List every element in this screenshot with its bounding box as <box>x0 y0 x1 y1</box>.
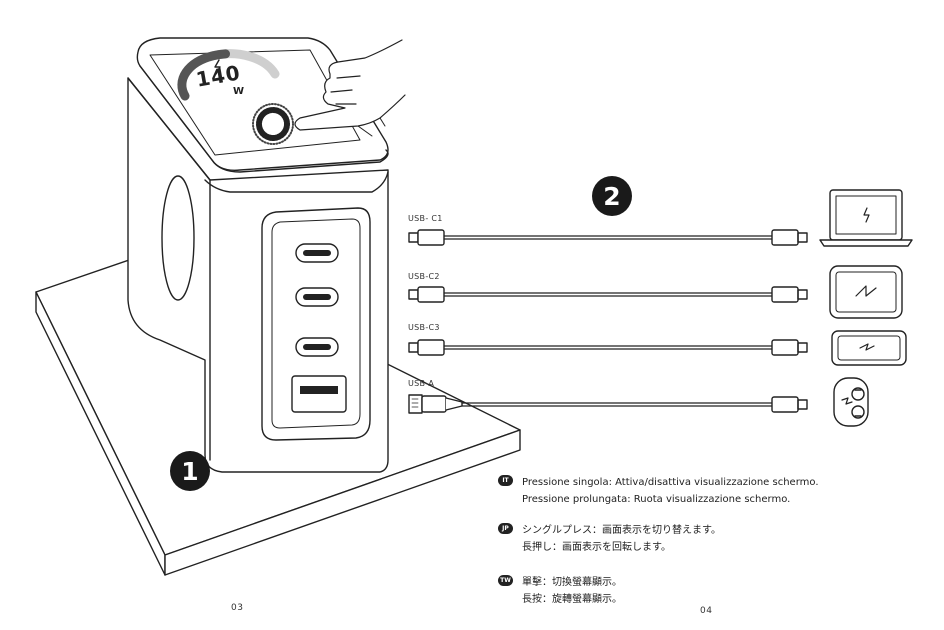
phone-icon <box>831 330 907 366</box>
cable-usb-c3 <box>408 339 808 356</box>
cable-usb-a <box>408 394 808 414</box>
lightning-bolt-icon <box>214 59 221 75</box>
instruction-line: Pressione singola: Attiva/disattiva visu… <box>522 477 819 488</box>
charging-icon <box>859 343 875 351</box>
port-label-usb-c2: USB-C2 <box>408 272 440 281</box>
instruction-jp: JP シングルプレス：画面表示を切り替えます。 長押し：画面表示を回転します。 <box>498 522 721 556</box>
charger <box>127 37 389 473</box>
instruction-line: 單擊：切換螢幕顯示。 <box>522 577 622 588</box>
charging-icon <box>841 397 853 405</box>
cable-usb-c2 <box>408 286 808 303</box>
pointing-hand-icon <box>294 39 406 137</box>
port-label-usb-a: USB-A <box>408 379 435 388</box>
watt-display <box>177 49 280 101</box>
instruction-line: 長按：旋轉螢幕顯示。 <box>522 594 622 605</box>
port-label-usb-c3: USB-C3 <box>408 323 440 332</box>
instruction-line: シングルプレス：画面表示を切り替えます。 <box>522 525 721 536</box>
step-1-badge: 1 <box>170 451 210 491</box>
watt-unit: W <box>233 86 245 97</box>
page-number-left: 03 <box>231 603 244 613</box>
instruction-it: IT Pressione singola: Attiva/disattiva v… <box>498 474 819 508</box>
port-label-usb-c1: USB- C1 <box>408 214 443 223</box>
lang-badge-jp: JP <box>498 523 513 534</box>
charging-icon <box>863 207 870 223</box>
page-number-right: 04 <box>700 606 713 616</box>
instruction-line: 長押し：画面表示を回転します。 <box>522 542 671 553</box>
cable-usb-c1 <box>408 229 808 246</box>
tablet-icon <box>829 265 903 319</box>
instruction-line: Pressione prolungata: Ruota visualizzazi… <box>522 494 791 505</box>
instruction-tw: TW 單擊：切換螢幕顯示。 長按：旋轉螢幕顯示。 <box>498 574 622 608</box>
earbuds-case-icon <box>833 377 869 427</box>
charging-icon <box>855 285 877 297</box>
lang-badge-tw: TW <box>498 575 513 586</box>
step-2-badge: 2 <box>592 176 632 216</box>
power-button-icon <box>252 103 294 145</box>
laptop-icon <box>819 189 913 247</box>
lang-badge-it: IT <box>498 475 513 486</box>
